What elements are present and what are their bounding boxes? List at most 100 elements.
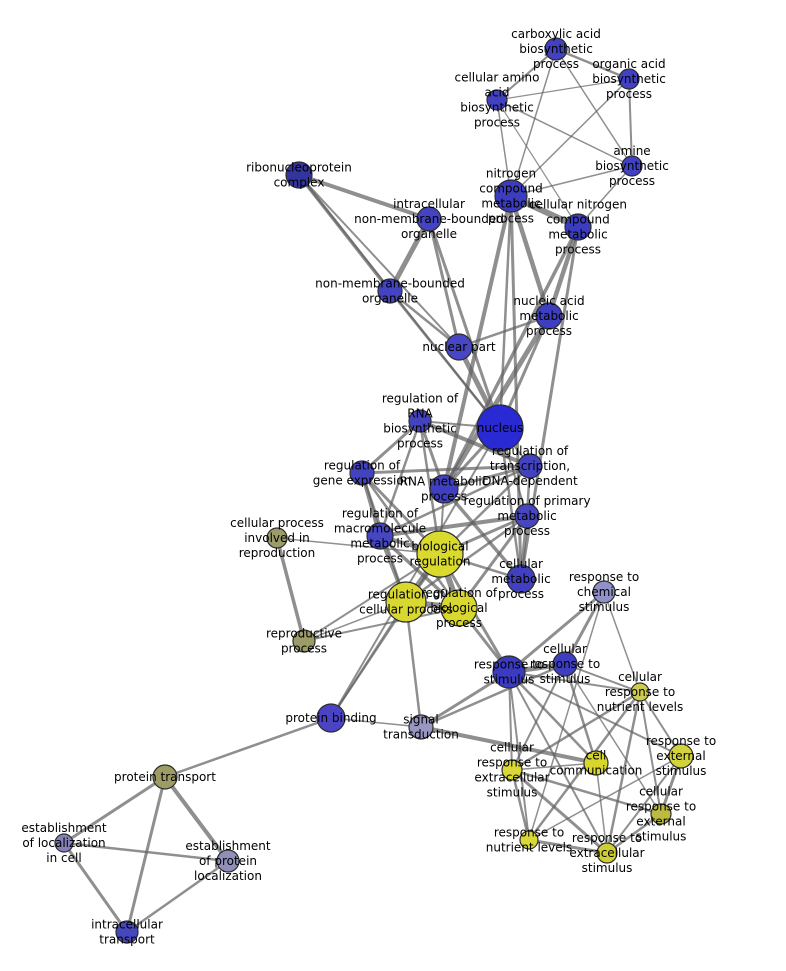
graph-node-crnutrient[interactable] [630,682,650,702]
graph-node-regtrans[interactable] [517,453,543,479]
graph-node-sigtrans[interactable] [408,714,434,740]
graph-node-label-crexternal: stimulus [636,830,687,844]
graph-edge-crnutrient-respextracell [605,690,642,855]
graph-node-estloc[interactable] [54,833,74,853]
graph-edge-respext-respextracell [606,755,682,854]
graph-edge-protbind-nucleus [330,427,501,719]
graph-node-amino[interactable] [486,89,508,111]
graph-node-regmacro[interactable] [366,522,394,550]
graph-node-label-amino: cellular amino [454,71,539,85]
graph-edge-regprim-regbioproc [457,514,529,610]
graph-edge-respstim-cellcomm [507,670,598,765]
graph-edge-rnp-nucleus [298,174,501,429]
graph-edge-crnutrient-crexternal [639,691,662,815]
graph-edge-prottrans-intratrans [125,775,167,934]
graph-edge-regmacro-regprim [378,514,529,538]
graph-edge-cnitro-nucacid [546,224,581,319]
graph-edge-rnp-inmbo [297,173,431,221]
graph-edge-respextracell-crextracell [510,768,609,855]
graph-node-inmbo[interactable] [416,206,442,232]
graph-edge-organic-nitro [510,78,630,197]
graph-edge-respchem-respnutrient [528,591,605,841]
graph-edge-regrna-reggene [360,419,422,475]
graph-edge-amino-organic [496,78,630,101]
graph-edge-cellresp-crnutrient [564,663,641,693]
graph-edge-inmbo-nucleus [427,217,502,430]
graph-node-crextracell[interactable] [501,759,523,781]
graph-edge-cellresp-crextracell [511,663,566,771]
graph-edge-carbox-amine [555,48,633,167]
graph-node-regrna[interactable] [408,409,432,433]
graph-edge-crnutrient-crextracell [510,690,642,772]
graph-node-nucpart[interactable] [445,333,473,361]
graph-edge-organic-amine [628,78,633,167]
graph-node-repro[interactable] [292,629,316,653]
graph-node-nucleus[interactable] [476,404,524,452]
graph-node-rnp[interactable] [285,161,313,189]
graph-node-nitro[interactable] [494,179,528,213]
graph-edge-intratrans-estloc [62,841,129,934]
graph-edge-respextracell-respnutrient [527,838,609,855]
graph-node-label-regrna: process [397,437,443,451]
graph-edge-cprepro-repro [275,536,306,643]
graph-edge-amino-amine [496,99,633,167]
graph-edge-crextracell-respnutrient [510,768,531,842]
graph-edge-reggene-regbioproc [360,471,461,610]
graph-node-label-crextracell: stimulus [487,786,538,800]
graph-node-intratrans[interactable] [115,920,139,944]
graph-edge-amine-nitro [510,165,633,197]
graph-node-respstim[interactable] [492,655,526,689]
graph-node-label-regmacro: process [357,552,403,566]
graph-edge-carbox-organic [554,47,631,81]
graph-node-cprepro[interactable] [266,527,288,549]
graph-edge-nucacid-rnamet [441,313,552,492]
graph-node-organic[interactable] [618,68,640,90]
graph-node-estprotloc[interactable] [216,849,240,873]
graph-edge-cellcomm-crextracell [511,762,597,771]
graph-edge-prottrans-estloc [62,775,167,845]
graph-edge-respstim-sigtrans [419,670,511,729]
graph-node-regprim[interactable] [514,503,540,529]
graph-edge-protbind-sigtrans [330,717,422,728]
graph-node-regcellproc[interactable] [385,581,427,623]
graph-node-respext[interactable] [668,743,694,769]
graph-edge-nitro-rnamet [442,194,513,491]
graph-node-cnitro[interactable] [564,213,592,241]
graph-node-nmbo[interactable] [377,278,403,304]
graph-edge-regrna-regtrans [418,419,532,468]
graph-node-nucacid[interactable] [535,302,563,330]
graph-node-regbioproc[interactable] [440,589,478,627]
graph-edge-carbox-nitro [510,48,557,197]
graph-edge-estprotloc-intratrans [125,859,230,934]
graph-node-respchem[interactable] [592,580,616,604]
graph-edge-respchem-crnutrient [603,591,641,693]
graph-node-respnutrient[interactable] [519,830,539,850]
graph-edge-regcellproc-sigtrans [404,600,423,729]
graph-node-carbox[interactable] [544,37,568,61]
graph-node-label-crnutrient: cellular [618,670,662,684]
graph-edge-respstim-respchem [507,590,606,674]
graph-node-cellmet[interactable] [506,564,536,594]
graph-edge-cellcomm-respextracell [595,762,608,854]
graph-edge-nitro-nucleus [498,194,513,430]
graph-edge-protbind-bioreg [330,553,441,719]
graph-edge-repro-regbioproc [303,607,460,642]
graph-node-cellcomm[interactable] [583,750,609,776]
graph-edge-cellmet-nucleus [498,426,523,581]
graph-node-rnamet[interactable] [429,474,459,504]
graph-edge-cellresp-respchem [563,590,606,666]
graph-node-respextracell[interactable] [596,842,618,864]
graph-edge-cellresp-crexternal [564,663,662,815]
graph-edge-regprim-regcellproc [404,514,529,604]
graph-node-amine[interactable] [621,155,643,177]
graph-node-protbind[interactable] [316,703,346,733]
graph-node-cellresp[interactable] [552,651,578,677]
graph-node-bioreg[interactable] [416,530,464,578]
graph-node-crexternal[interactable] [650,803,672,825]
graph-node-reggene[interactable] [349,460,375,486]
graph-node-label-cnitro: process [555,243,601,257]
graph-edge-cellresp-sigtrans [419,662,567,729]
graph-node-prottrans[interactable] [152,764,178,790]
graph-edge-sigtrans-cellcomm [419,725,598,765]
